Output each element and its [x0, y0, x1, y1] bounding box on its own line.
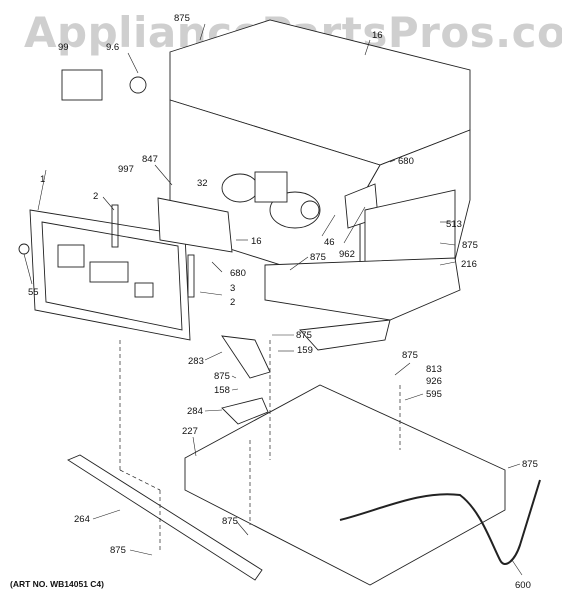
callout-875-bot-left: 875 — [110, 545, 126, 556]
callout-875-813: 875 — [402, 350, 418, 361]
callout-9-6: 9.6 — [106, 42, 119, 53]
callout-227: 227 — [182, 426, 198, 437]
box-part — [61, 69, 103, 101]
callout-labels: 875 16 9.6 99 680 997 847 32 1 2 16 46 9… — [28, 13, 538, 591]
callout-16-top: 16 — [372, 30, 383, 41]
front-rail — [264, 257, 461, 321]
bracket-lower — [187, 254, 195, 298]
fan-motor — [221, 171, 321, 229]
can-part — [129, 76, 147, 94]
callout-875-far: 875 — [522, 459, 538, 470]
callout-997: 997 — [118, 164, 134, 175]
bracket-284 — [221, 397, 269, 425]
callout-875-right: 875 — [462, 240, 478, 251]
callout-962: 962 — [339, 249, 355, 260]
callout-46: 46 — [324, 237, 335, 248]
callout-159: 159 — [297, 345, 313, 356]
callout-284: 284 — [187, 406, 203, 417]
callout-2-lower: 2 — [230, 297, 235, 308]
callout-926: 926 — [426, 376, 442, 387]
callout-158: 158 — [214, 385, 230, 396]
callout-264: 264 — [74, 514, 90, 525]
callout-16-mid: 16 — [251, 236, 262, 247]
channel — [67, 454, 263, 581]
rail-strip — [299, 319, 391, 351]
callout-99: 99 — [58, 42, 69, 53]
bracket-upper — [111, 204, 119, 248]
callout-875-158: 875 — [214, 371, 230, 382]
callout-283: 283 — [188, 356, 204, 367]
art-number: (ART NO. WB14051 C4) — [10, 579, 104, 589]
callout-875-cover: 875 — [296, 330, 312, 341]
callout-55: 55 — [28, 287, 39, 298]
callout-216: 216 — [461, 259, 477, 270]
callout-32: 32 — [197, 178, 208, 189]
knob — [18, 243, 30, 255]
display-window — [89, 261, 129, 283]
callout-875-mid: 875 — [310, 252, 326, 263]
callout-600: 600 — [515, 580, 531, 591]
callout-1: 1 — [40, 174, 45, 185]
callout-513: 513 — [446, 219, 462, 230]
callout-680-mid: 680 — [230, 268, 246, 279]
keypad — [57, 244, 154, 298]
electronic-control — [157, 197, 233, 253]
callout-847: 847 — [142, 154, 158, 165]
callout-875-top: 875 — [174, 13, 190, 24]
callout-813: 813 — [426, 364, 442, 375]
bottom-plate — [184, 384, 506, 586]
wire-harness — [339, 479, 541, 565]
callout-875-bot-mid: 875 — [222, 516, 238, 527]
control-panel-inner — [41, 221, 183, 331]
callout-595: 595 — [426, 389, 442, 400]
callout-3: 3 — [230, 283, 235, 294]
callout-680-right: 680 — [398, 156, 414, 167]
callout-2-upper: 2 — [93, 191, 98, 202]
